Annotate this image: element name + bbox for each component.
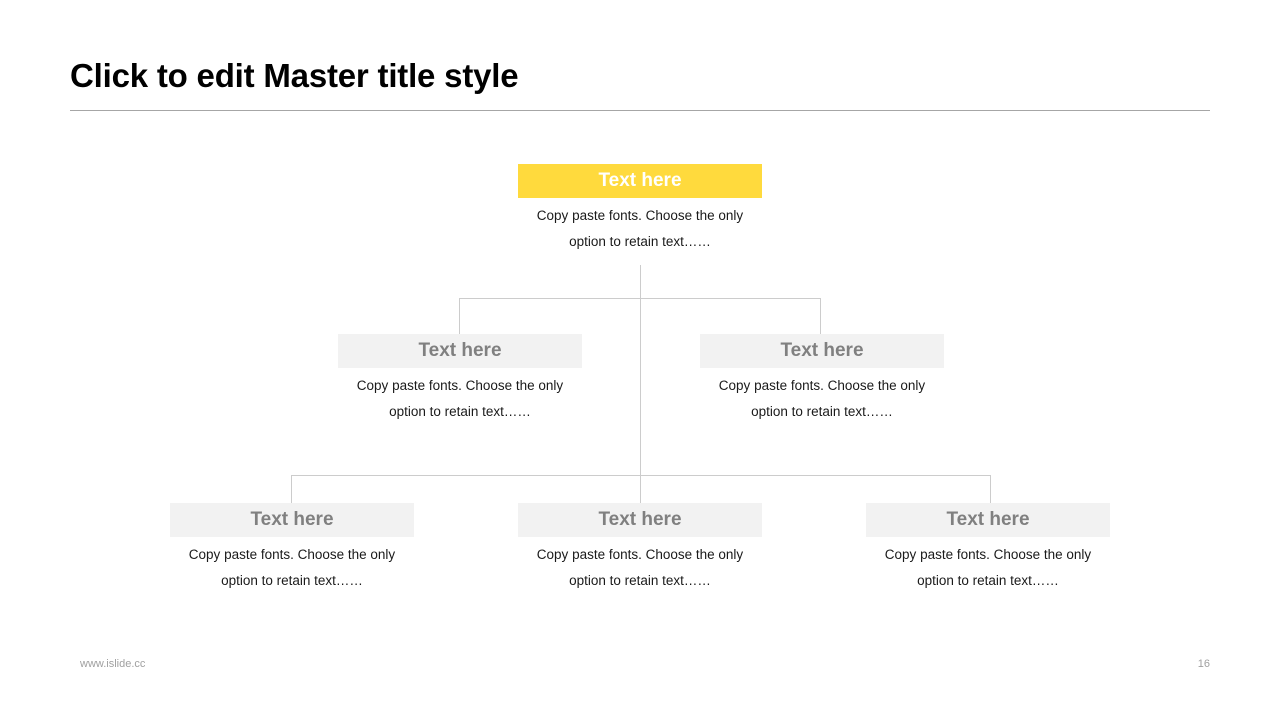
page-number: 16 [1197, 658, 1210, 670]
node-level3-left[interactable]: Text here Copy paste fonts. Choose the o… [170, 503, 414, 594]
connector-level3-center-drop [640, 475, 641, 503]
connector-level2-left-drop [459, 298, 460, 334]
node-level3-right[interactable]: Text here Copy paste fonts. Choose the o… [866, 503, 1110, 594]
connector-level3-trunk [640, 298, 641, 475]
node-level3-center[interactable]: Text here Copy paste fonts. Choose the o… [518, 503, 762, 594]
node-level3-left-description: Copy paste fonts. Choose the only option… [170, 542, 414, 594]
connector-level3-left-drop [291, 475, 292, 503]
node-level3-right-description-line1: Copy paste fonts. Choose the only [884, 547, 1092, 562]
node-level2-right-description: Copy paste fonts. Choose the only option… [700, 373, 944, 425]
node-level3-center-description-line2: option to retain text…… [569, 573, 711, 588]
node-level3-center-description-line1: Copy paste fonts. Choose the only [536, 547, 744, 562]
node-level2-right-description-line2: option to retain text…… [751, 404, 893, 419]
node-root-heading[interactable]: Text here [518, 164, 762, 198]
node-level3-right-heading[interactable]: Text here [866, 503, 1110, 537]
title-divider [70, 110, 1210, 111]
node-level3-center-description: Copy paste fonts. Choose the only option… [518, 542, 762, 594]
page-title[interactable]: Click to edit Master title style [70, 57, 519, 94]
node-root-description: Copy paste fonts. Choose the only option… [518, 203, 762, 255]
node-level2-right[interactable]: Text here Copy paste fonts. Choose the o… [700, 334, 944, 425]
footer-url[interactable]: www.islide.cc [80, 658, 146, 670]
node-level2-left[interactable]: Text here Copy paste fonts. Choose the o… [338, 334, 582, 425]
title-block: Click to edit Master title style [70, 48, 1210, 110]
node-level3-center-heading[interactable]: Text here [518, 503, 762, 537]
connector-level2-right-drop [820, 298, 821, 334]
node-level2-left-heading[interactable]: Text here [338, 334, 582, 368]
node-level2-left-description-line1: Copy paste fonts. Choose the only [356, 378, 564, 393]
node-level3-left-description-line1: Copy paste fonts. Choose the only [188, 547, 396, 562]
node-level2-left-description-line2: option to retain text…… [389, 404, 531, 419]
node-level3-right-description-line2: option to retain text…… [917, 573, 1059, 588]
connector-level3-right-drop [990, 475, 991, 503]
connector-root-trunk [640, 265, 641, 298]
node-level2-right-heading[interactable]: Text here [700, 334, 944, 368]
node-root-description-line1: Copy paste fonts. Choose the only [536, 208, 744, 223]
node-level3-left-heading[interactable]: Text here [170, 503, 414, 537]
node-root[interactable]: Text here Copy paste fonts. Choose the o… [518, 164, 762, 255]
node-level3-left-description-line2: option to retain text…… [221, 573, 363, 588]
node-root-description-line2: option to retain text…… [569, 234, 711, 249]
node-level2-right-description-line1: Copy paste fonts. Choose the only [718, 378, 926, 393]
node-level2-left-description: Copy paste fonts. Choose the only option… [338, 373, 582, 425]
node-level3-right-description: Copy paste fonts. Choose the only option… [866, 542, 1110, 594]
